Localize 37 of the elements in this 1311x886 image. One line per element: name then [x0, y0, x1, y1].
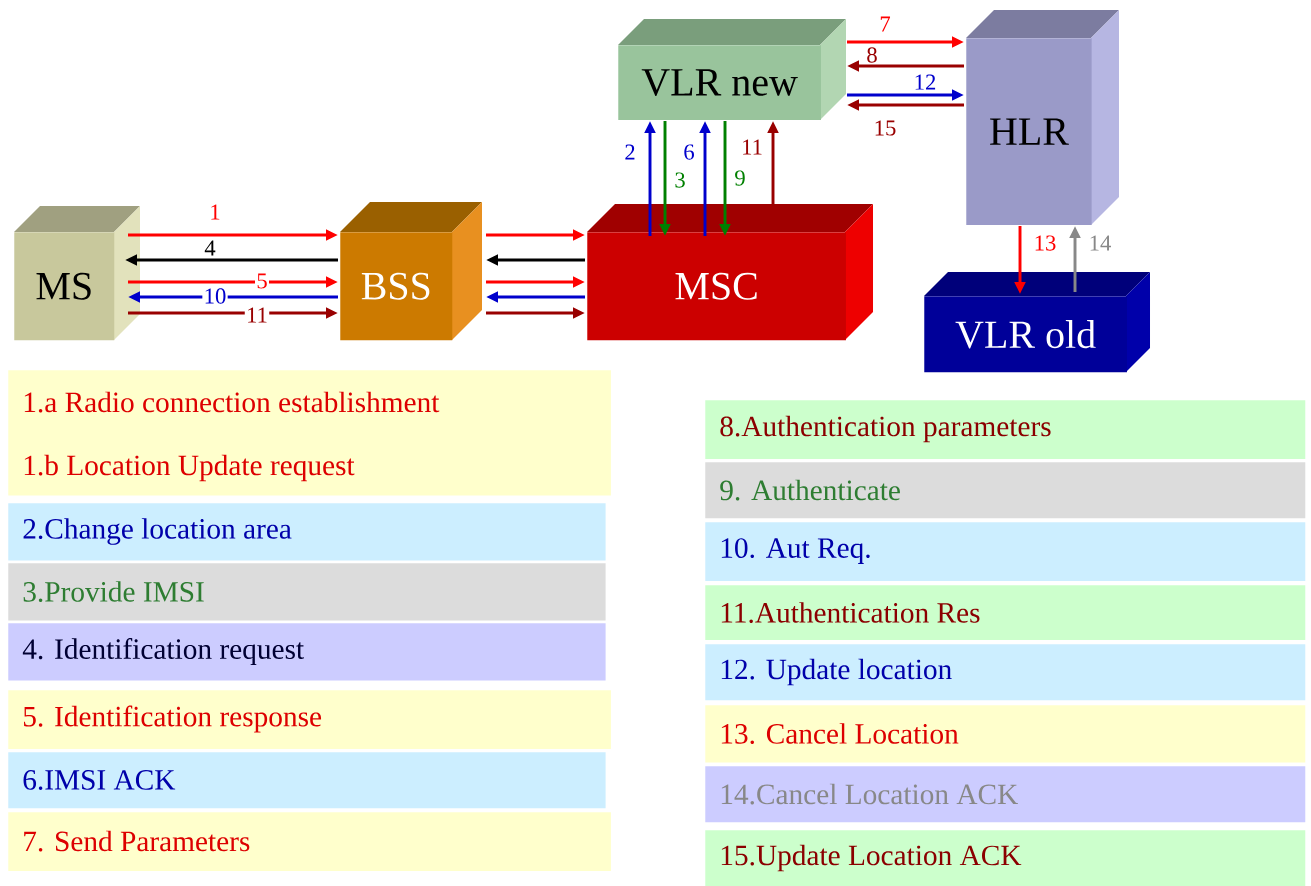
legend-band: 10. Aut Req. [705, 522, 1306, 581]
legend-band: 4. Identification request [8, 623, 606, 681]
edge-label: 5 [255, 272, 269, 290]
edge-label: 7 [878, 15, 892, 33]
legend-band: 5. Identification response [8, 690, 611, 749]
legend-band: 14.Cancel Location ACK [705, 766, 1306, 823]
legend-band: 11.Authentication Res [705, 585, 1306, 640]
msc-block: MSC [587, 204, 873, 341]
edge-label: 12 [912, 73, 938, 91]
edge-label: 10 [202, 287, 228, 305]
legend-band: 2.Change location area [8, 503, 606, 561]
edge-label: 13 [1032, 234, 1058, 252]
hlr-block: HLR [966, 10, 1119, 225]
edge-label: 14 [1087, 234, 1113, 252]
legend-band: 9. Authenticate [705, 462, 1306, 519]
vlr-block: VLR new [618, 19, 846, 120]
edge-label: 15 [872, 119, 898, 137]
legend-band: 13. Cancel Location [705, 705, 1306, 763]
ms-block: MS [14, 206, 140, 341]
legend-band: 15.Update Location ACK [705, 830, 1306, 886]
edge-label: 9 [733, 169, 747, 187]
legend-band: 8.Authentication parameters [705, 400, 1306, 459]
edge-label: 2 [623, 143, 637, 161]
edge-label: 1 [208, 203, 222, 221]
bss-block: BSS [340, 202, 482, 341]
edge-label: 11 [739, 138, 765, 156]
legend-band: 7. Send Parameters [8, 812, 611, 871]
edge-label: 11 [244, 306, 270, 324]
legend-band: 6.IMSI ACK [8, 752, 606, 809]
vlr-block: VLR old [924, 272, 1150, 373]
legend-band: 1.a Radio connection establishment 1.b Location Update request [8, 370, 611, 496]
edge-label: 6 [682, 143, 696, 161]
legend-band: 3.Provide IMSI [8, 563, 606, 621]
legend-band: 12. Update location [705, 644, 1306, 701]
edge-label: 3 [673, 171, 687, 189]
edge-label: 4 [203, 239, 217, 257]
edge-label: 8 [865, 46, 879, 64]
